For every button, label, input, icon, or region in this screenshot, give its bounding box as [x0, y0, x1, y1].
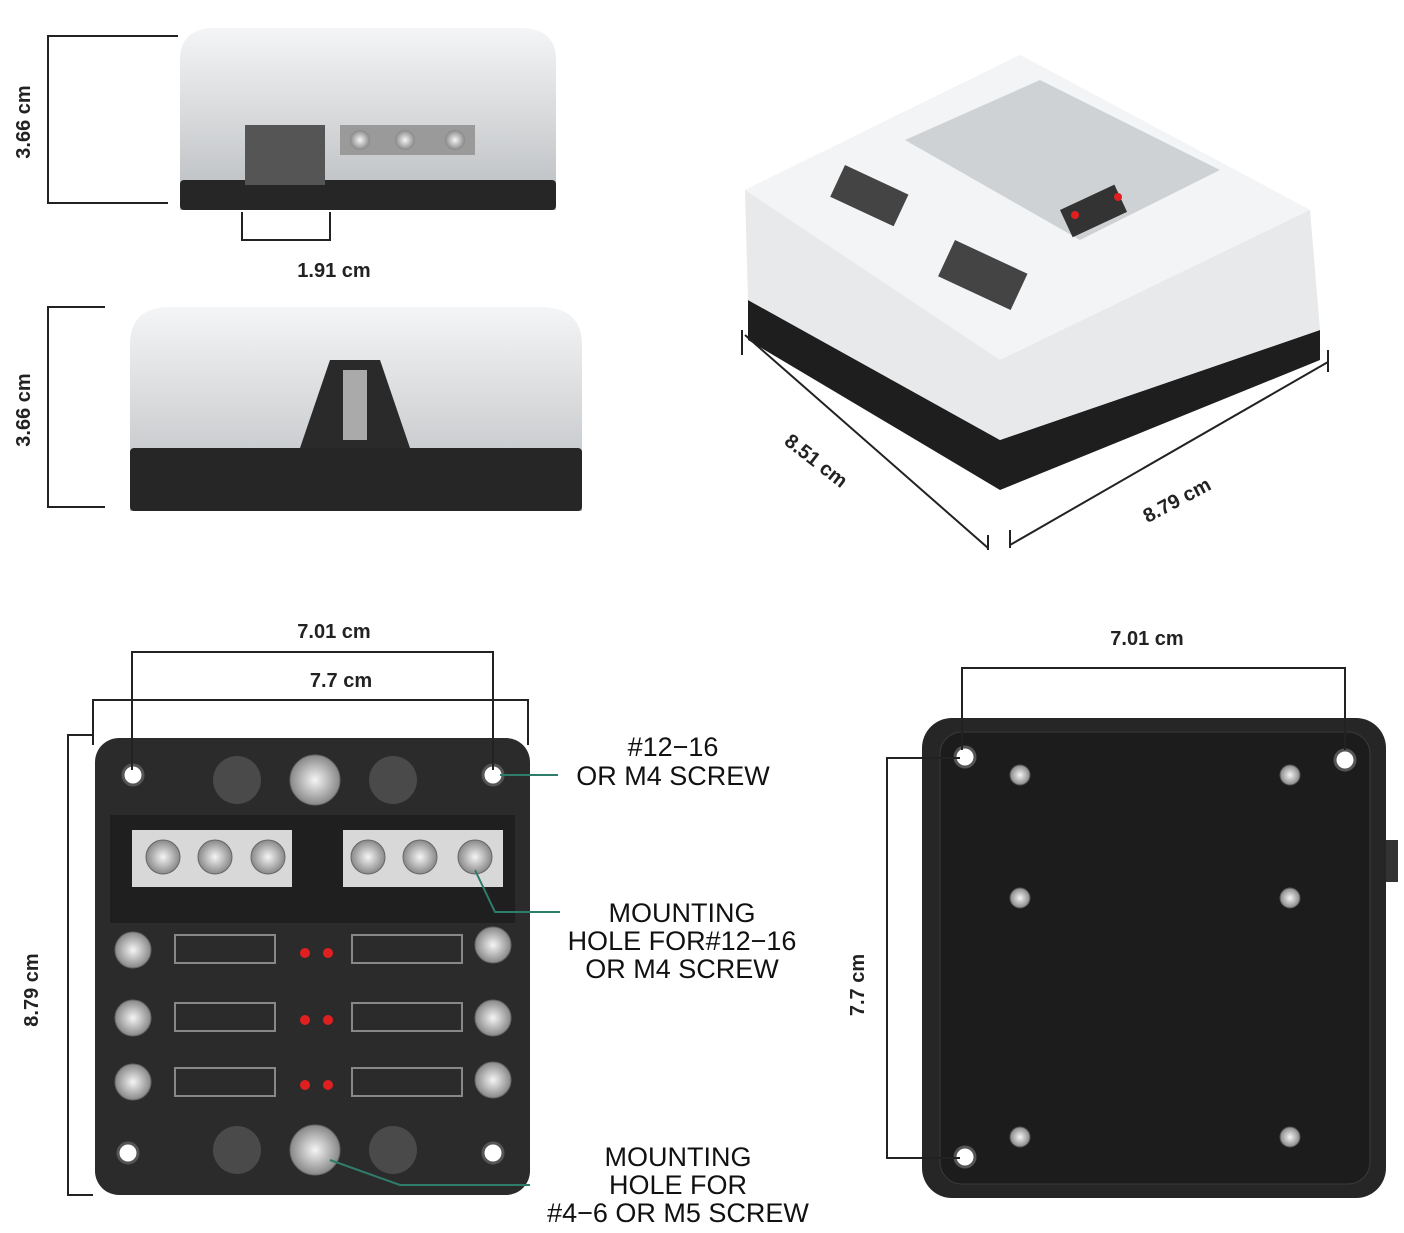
callout-mounting-hole-1: MOUNTING HOLE FOR#12−16 OR M4 SCREW	[568, 898, 797, 984]
callout-line: MOUNTING	[609, 898, 756, 928]
dimension-lines-top	[67, 651, 529, 1196]
back-hole-spacing-label: 7.01 cm	[1110, 628, 1183, 650]
callout-line: OR M4 SCREW	[576, 761, 770, 791]
dimension-line-side-2	[47, 306, 105, 508]
side-width-small-label: 1.91 cm	[297, 260, 370, 282]
top-height-label: 8.79 cm	[21, 953, 43, 1026]
callout-mounting-hole-2: MOUNTING HOLE FOR #4−6 OR M5 SCREW	[547, 1142, 809, 1228]
dimension-lines-side-1	[47, 35, 331, 241]
side-height-label-1: 3.66 cm	[13, 85, 35, 158]
top-hole-spacing-label: 7.01 cm	[297, 621, 370, 643]
callout-leaders	[329, 774, 560, 1186]
callout-line: OR M4 SCREW	[585, 954, 779, 984]
iso-width-label: 8.79 cm	[1140, 474, 1215, 528]
callout-line: HOLE FOR#12−16	[568, 926, 797, 956]
top-view	[95, 738, 530, 1195]
iso-depth-label: 8.51 cm	[780, 430, 851, 493]
callout-line: #4−6 OR M5 SCREW	[547, 1198, 809, 1228]
dimension-lines-back	[886, 667, 1346, 1159]
side-height-label-2: 3.66 cm	[13, 373, 35, 446]
top-width-label: 7.7 cm	[310, 670, 372, 692]
dimension-lines-iso	[741, 330, 1329, 550]
side-view-end	[130, 307, 582, 511]
isometric-view	[745, 55, 1320, 490]
back-height-label: 7.7 cm	[847, 954, 869, 1016]
callout-screw: #12−16 OR M4 SCREW	[576, 732, 770, 791]
back-view	[922, 718, 1398, 1198]
callout-line: HOLE FOR	[609, 1170, 747, 1200]
callout-line: MOUNTING	[605, 1142, 752, 1172]
side-view-front	[180, 28, 556, 210]
callout-line: #12−16	[628, 732, 719, 762]
